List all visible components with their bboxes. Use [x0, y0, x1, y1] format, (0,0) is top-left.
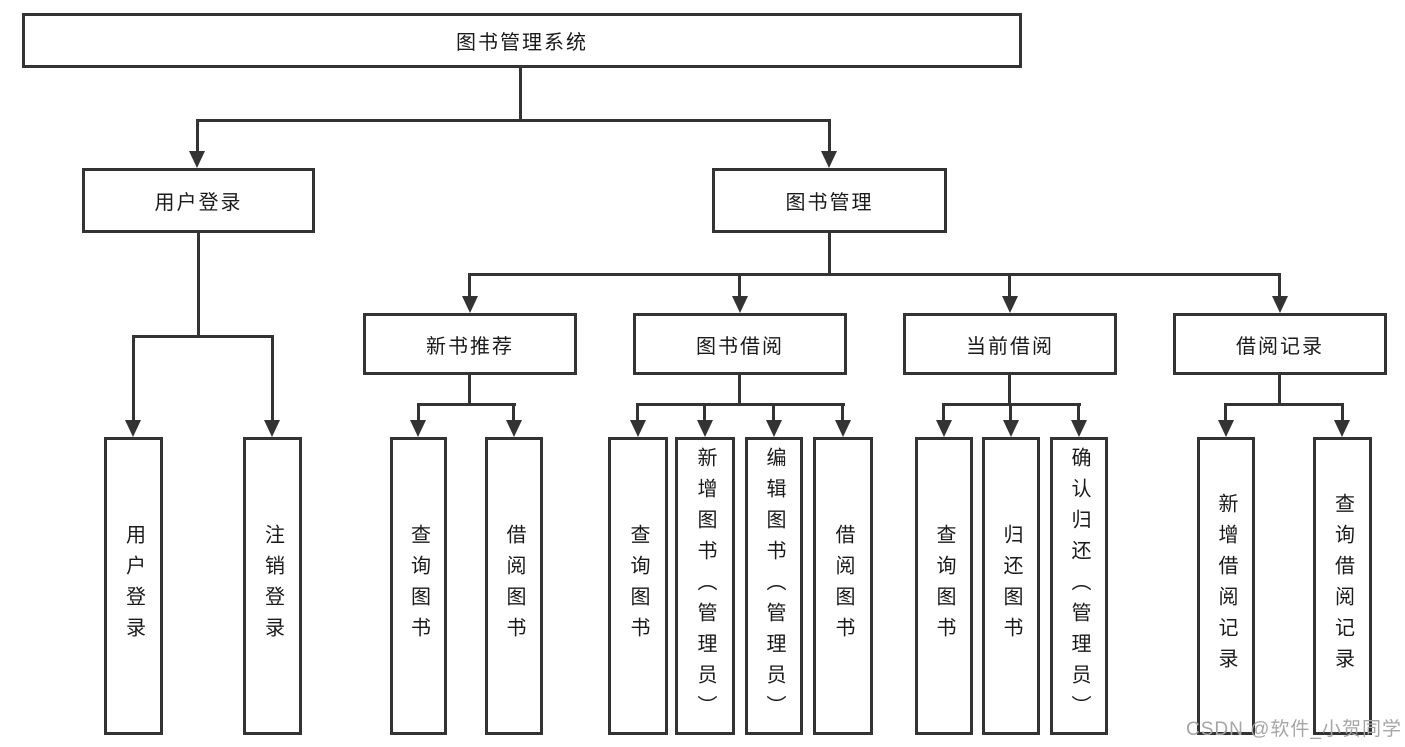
arrow-down-icon — [630, 420, 646, 437]
node-book-borrowing: 图书借阅 — [633, 313, 847, 375]
leaf-query-books-recommend: 查询图书 — [390, 437, 447, 735]
leaf-query-books-current: 查询图书 — [915, 437, 973, 735]
connector-line — [512, 403, 515, 422]
arrow-down-icon — [936, 420, 952, 437]
leaf-query-books-borrowing: 查询图书 — [608, 437, 668, 735]
leaf-user-login: 用户登录 — [104, 437, 163, 735]
node-borrowing-records: 借阅记录 — [1173, 313, 1387, 375]
connector-line — [132, 335, 135, 422]
connector-line — [1341, 403, 1344, 422]
arrow-down-icon — [1218, 420, 1234, 437]
arrow-down-icon — [1334, 420, 1350, 437]
connector-line — [417, 403, 516, 406]
leaf-borrow-books-recommend: 借阅图书 — [485, 437, 543, 735]
connector-line — [271, 335, 274, 422]
arrow-down-icon — [766, 420, 782, 437]
node-library-management-system: 图书管理系统 — [22, 13, 1022, 68]
connector-line — [636, 403, 845, 406]
arrow-down-icon — [264, 420, 280, 437]
node-user-login: 用户登录 — [82, 168, 315, 233]
leaf-add-borrow-record: 新增借阅记录 — [1197, 437, 1255, 735]
arrow-down-icon — [1272, 296, 1288, 313]
connector-line — [703, 403, 706, 422]
leaf-add-book-admin: 新增图书（管理员） — [675, 437, 735, 735]
connector-line — [1224, 403, 1344, 406]
arrow-down-icon — [410, 420, 426, 437]
leaf-borrow-books-borrowing: 借阅图书 — [813, 437, 873, 735]
connector-line — [1278, 273, 1281, 298]
arrow-down-icon — [189, 151, 205, 168]
arrow-down-icon — [1003, 420, 1019, 437]
node-new-book-recommendation: 新书推荐 — [363, 313, 577, 375]
connector-line — [1278, 375, 1281, 405]
connector-line — [1224, 403, 1227, 422]
connector-line — [1077, 403, 1080, 422]
arrow-down-icon — [697, 420, 713, 437]
connector-line — [828, 119, 831, 153]
connector-line — [772, 403, 775, 422]
arrow-down-icon — [462, 296, 478, 313]
connector-line — [738, 273, 741, 298]
connector-line — [636, 403, 639, 422]
leaf-return-book: 归还图书 — [982, 437, 1040, 735]
connector-line — [197, 233, 200, 337]
connector-line — [738, 375, 741, 405]
connector-line — [841, 403, 844, 422]
connector-line — [1008, 375, 1011, 405]
connector-line — [1009, 403, 1012, 422]
connector-line — [519, 68, 522, 121]
arrow-down-icon — [1002, 296, 1018, 313]
arrow-down-icon — [732, 296, 748, 313]
leaf-edit-book-admin: 编辑图书（管理员） — [745, 437, 803, 735]
leaf-query-borrow-record: 查询借阅记录 — [1313, 437, 1372, 735]
connector-line — [942, 403, 945, 422]
leaf-logout: 注销登录 — [243, 437, 302, 735]
node-book-management: 图书管理 — [712, 168, 947, 233]
connector-line — [468, 273, 1281, 276]
arrow-down-icon — [821, 151, 837, 168]
connector-line — [132, 335, 274, 338]
connector-line — [417, 403, 420, 422]
arrow-down-icon — [835, 420, 851, 437]
connector-line — [196, 119, 199, 153]
connector-line — [197, 119, 831, 122]
node-current-borrowing: 当前借阅 — [903, 313, 1117, 375]
arrow-down-icon — [1071, 420, 1087, 437]
connector-line — [468, 273, 471, 298]
leaf-confirm-return-admin: 确认归还（管理员） — [1050, 437, 1108, 735]
connector-line — [468, 375, 471, 405]
connector-line — [828, 233, 831, 275]
connector-line — [1008, 273, 1011, 298]
watermark: CSDN @软件_小贺同学 — [1186, 719, 1402, 740]
arrow-down-icon — [125, 420, 141, 437]
arrow-down-icon — [506, 420, 522, 437]
